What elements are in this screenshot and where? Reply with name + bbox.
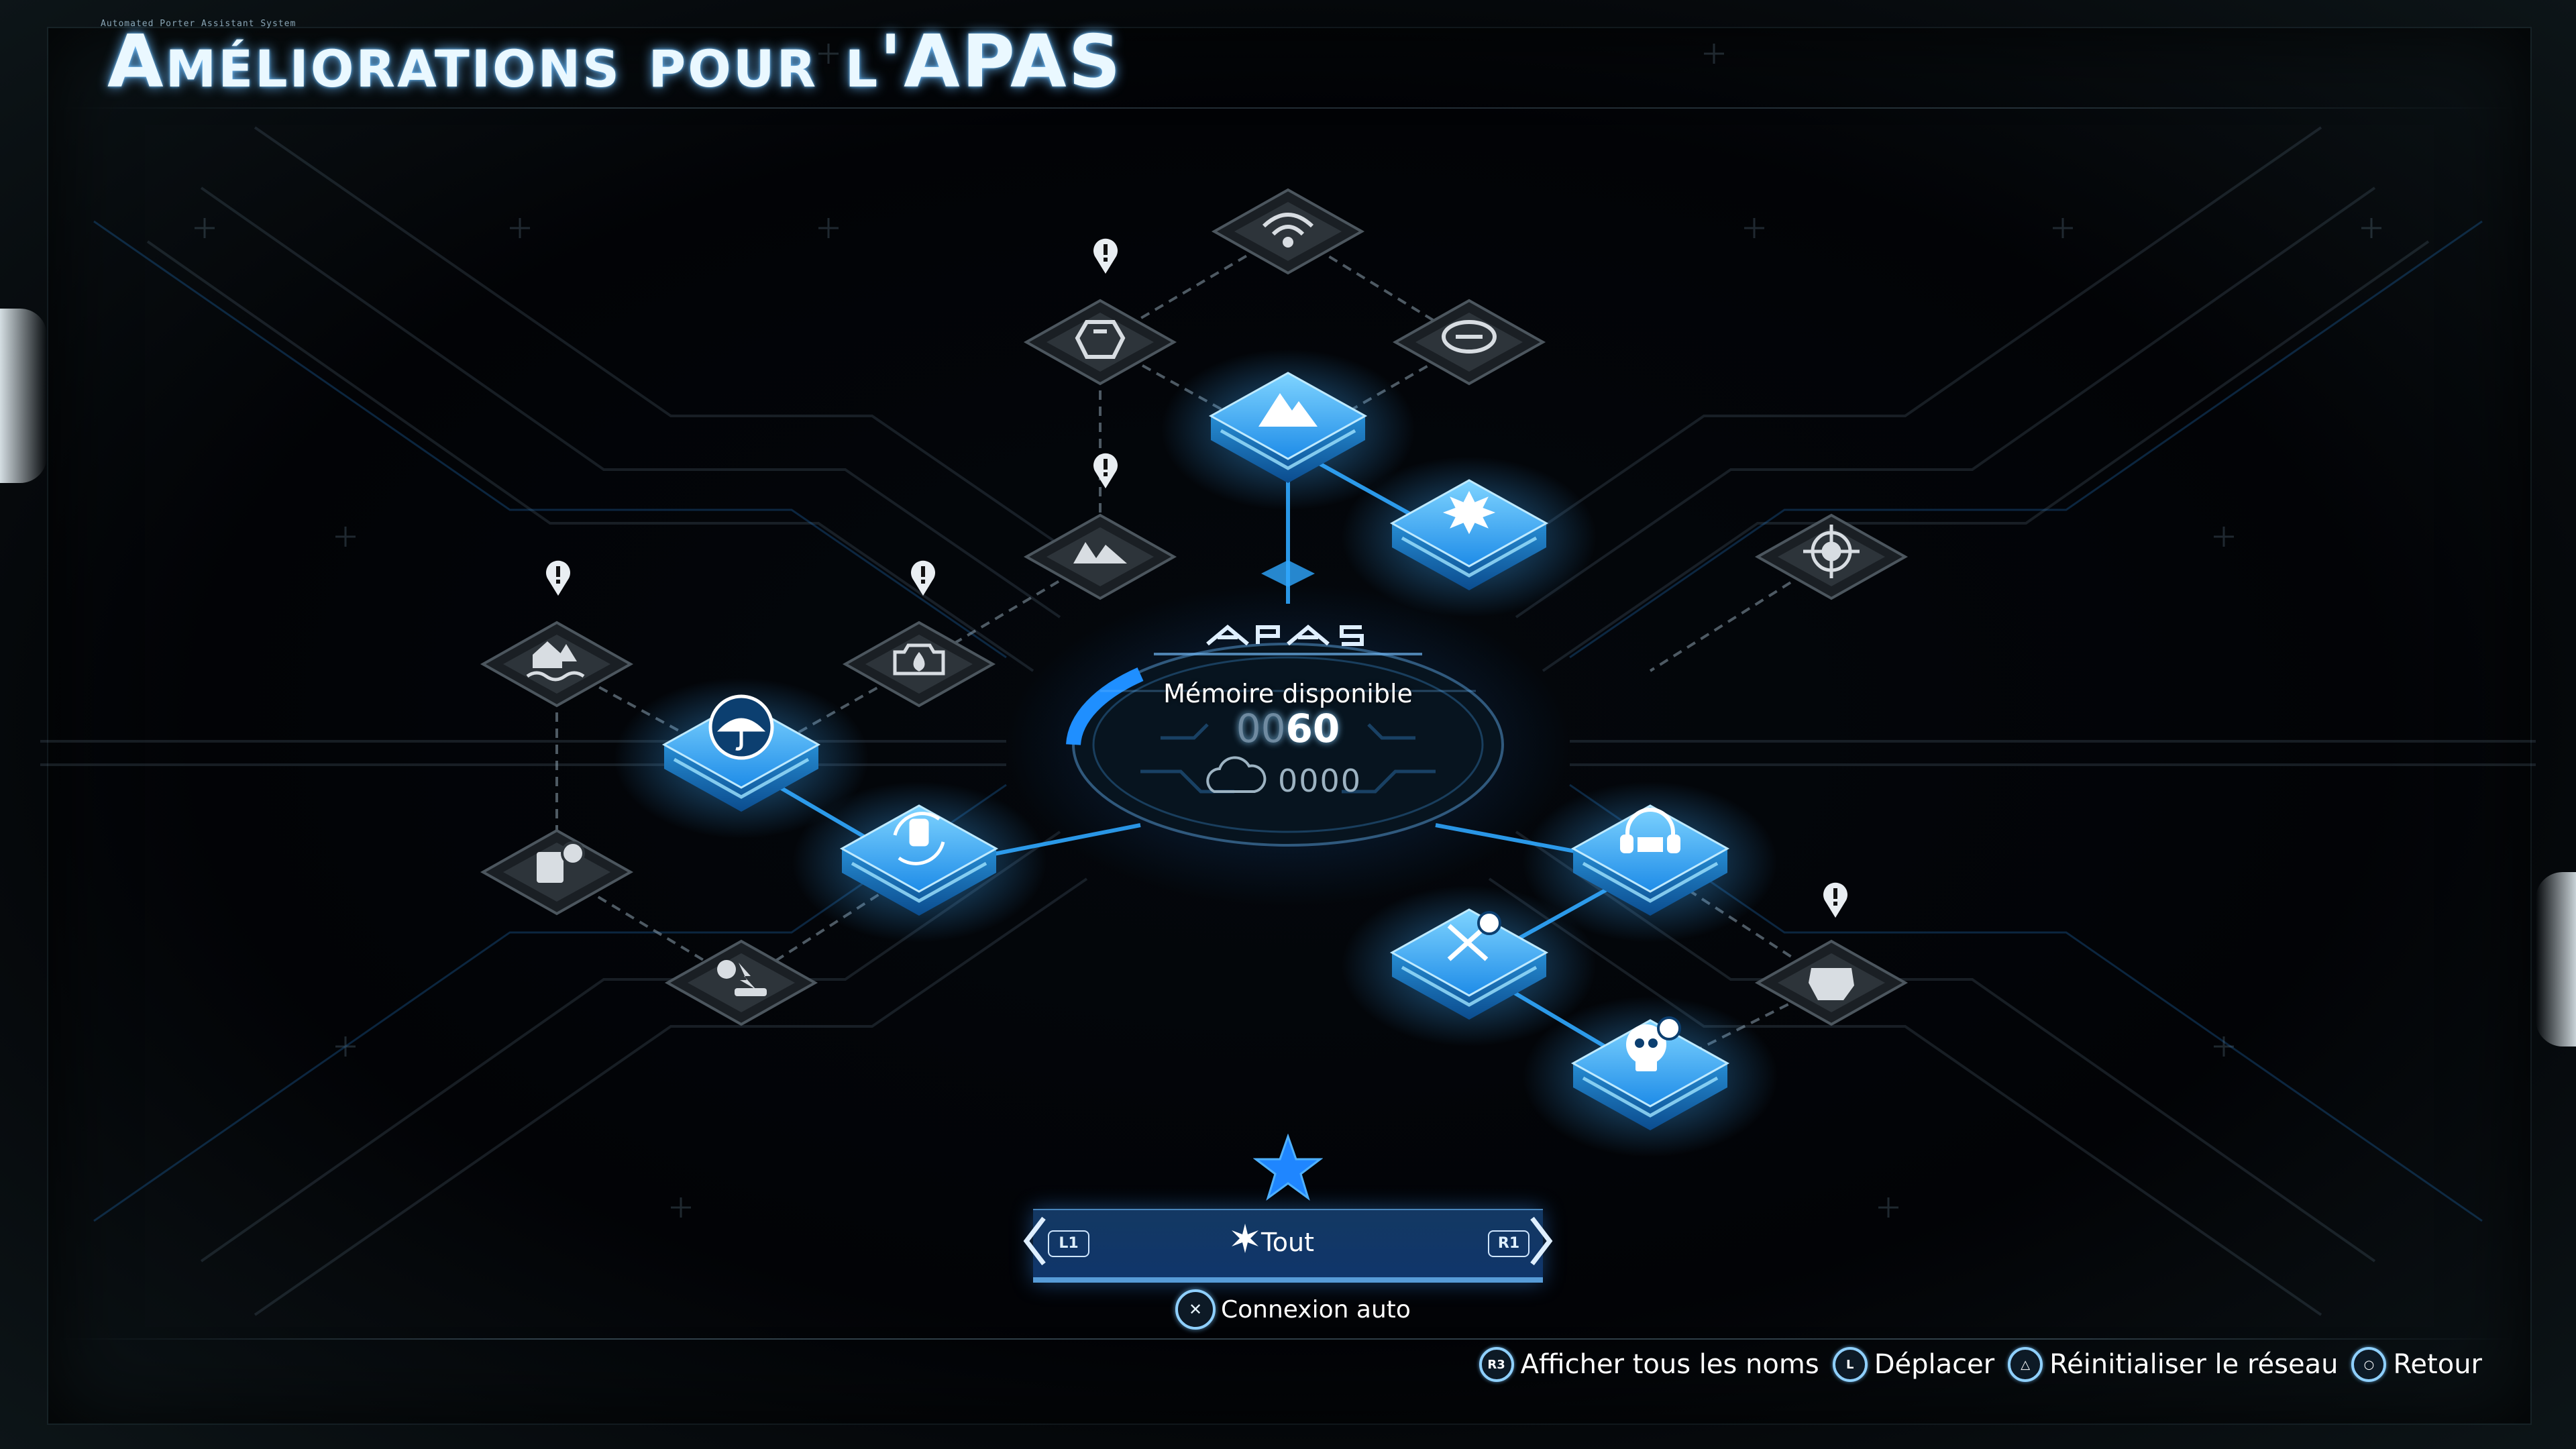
move-prompt[interactable]: L Déplacer	[1832, 1347, 1995, 1382]
node-cross-timer	[1342, 885, 1597, 1046]
filter-bar[interactable]	[1033, 1209, 1543, 1283]
triangle-button-icon: △	[2008, 1347, 2043, 1382]
prompt-label: Déplacer	[1874, 1349, 1995, 1380]
apas-hub	[1006, 560, 1570, 906]
prompt-label: Retour	[2393, 1349, 2482, 1380]
page-title: Améliorations pour l'APAS	[107, 20, 1123, 104]
node-mountain	[1161, 349, 1415, 510]
memory-value-amount: 60	[1285, 706, 1340, 751]
alert-icon	[1823, 882, 1847, 918]
auto-connect-button[interactable]: ✕ Connexion auto	[1175, 1289, 1411, 1330]
drop-icon	[893, 643, 945, 676]
umbrella-icon	[708, 694, 774, 760]
node-fist	[1754, 939, 1909, 1026]
prompt-label: Afficher tous les noms	[1520, 1349, 1819, 1380]
node-bottle-cycle	[792, 782, 1046, 943]
headset-icon	[1620, 808, 1680, 853]
left-edge-light	[0, 309, 47, 483]
node-hand-swipe	[1023, 299, 1177, 386]
hand-swipe-icon	[1075, 320, 1126, 359]
star-icon	[1253, 1134, 1323, 1201]
frame-border	[47, 27, 2532, 1425]
r1-button[interactable]: R1	[1488, 1230, 1529, 1257]
node-rocks	[1023, 513, 1177, 600]
circuit-traces	[40, 126, 2536, 1316]
l1-button[interactable]: L1	[1048, 1230, 1089, 1257]
alert-icon	[911, 560, 935, 596]
node-drop	[842, 621, 996, 708]
grid-crosses	[195, 44, 2381, 1218]
node-skull-clock	[1523, 996, 1778, 1157]
top-rule	[60, 107, 2516, 109]
button-prompts: R3 Afficher tous les noms L Déplacer △ R…	[1462, 1347, 2482, 1382]
chevron-right-icon[interactable]	[1528, 1214, 1555, 1268]
locked-tiles	[480, 188, 1909, 1026]
node-wifi	[1211, 188, 1365, 275]
chevron-left-icon[interactable]	[1021, 1214, 1048, 1268]
all-filter-icon	[1232, 1224, 1258, 1253]
skull-target-icon	[1803, 525, 1860, 578]
show-all-names-prompt[interactable]: R3 Afficher tous les noms	[1479, 1347, 1819, 1382]
memory-label: Mémoire disponible	[1163, 679, 1413, 708]
auto-connect-label: Connexion auto	[1221, 1295, 1411, 1324]
node-skull-timer	[480, 828, 634, 916]
cross-button-icon: ✕	[1175, 1289, 1216, 1330]
alert-markers	[546, 238, 1847, 918]
r3-button-icon: R3	[1479, 1347, 1514, 1382]
memory-value-leading: 00	[1236, 706, 1286, 751]
alert-icon	[546, 560, 570, 596]
apas-logo	[1206, 625, 1364, 646]
wifi-icon	[1262, 213, 1314, 248]
filter-label: Tout	[1261, 1228, 1314, 1257]
mountain-icon	[1258, 393, 1318, 427]
link-icon	[1442, 320, 1497, 354]
system-label: Automated Porter Assistant System	[101, 19, 297, 29]
bottom-rule	[60, 1338, 2516, 1340]
cloud-memory-value: 0000	[1278, 763, 1362, 799]
node-skull-target	[1754, 513, 1909, 600]
alert-icon	[1093, 453, 1118, 488]
node-umbrella	[614, 678, 869, 839]
house-flood-icon	[526, 641, 585, 682]
circle-button-icon: ○	[2351, 1347, 2387, 1382]
rocks-icon	[1073, 542, 1127, 564]
skull-clock-icon	[1626, 1016, 1681, 1071]
bottle-cycle-icon	[893, 812, 945, 865]
node-house-flood	[480, 621, 634, 708]
node-headset	[1523, 782, 1778, 943]
memory-value: 0060	[1187, 706, 1389, 751]
left-stick-icon: L	[1832, 1347, 1868, 1382]
fist-icon	[1809, 968, 1854, 1000]
back-prompt[interactable]: ○ Retour	[2351, 1347, 2482, 1382]
memory-ring-fill	[1066, 667, 1144, 746]
skull-timer-icon	[537, 841, 585, 883]
unlocked-tiles	[614, 349, 1778, 1157]
right-edge-light	[2536, 872, 2576, 1046]
node-burst	[1342, 456, 1597, 617]
alert-icon	[1093, 238, 1118, 274]
mule-shock-icon	[717, 960, 767, 996]
node-link	[1392, 299, 1546, 386]
reset-network-prompt[interactable]: △ Réinitialiser le réseau	[2008, 1347, 2338, 1382]
node-mule-shock	[664, 939, 818, 1026]
prompt-label: Réinitialiser le réseau	[2049, 1349, 2339, 1380]
burst-icon	[1442, 490, 1496, 535]
cross-timer-icon	[1447, 911, 1501, 961]
cloud-icon	[1206, 756, 1267, 793]
